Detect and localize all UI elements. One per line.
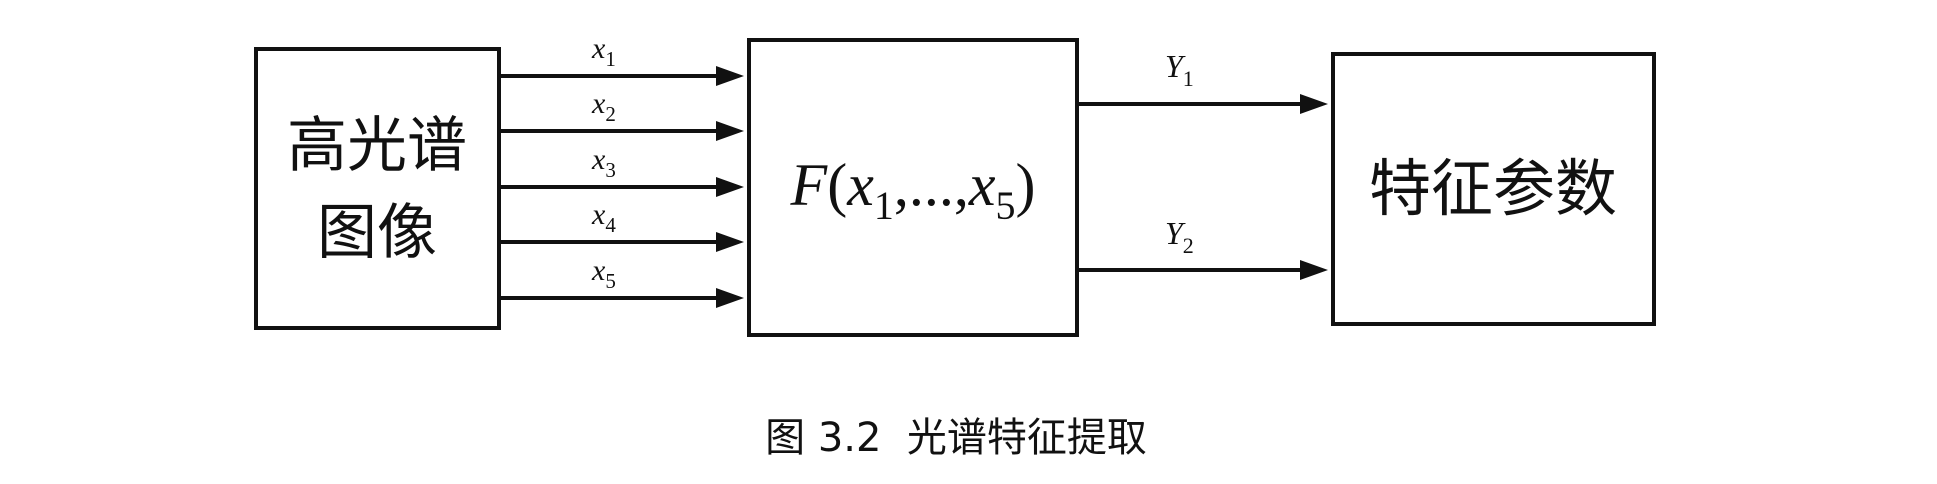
arrowhead-icon — [716, 288, 744, 308]
arrowhead-icon — [716, 66, 744, 86]
input-box-line1: 高光谱 — [287, 111, 467, 181]
input-arrow-2: x2 — [499, 87, 744, 141]
arrowhead-icon — [716, 177, 744, 197]
input-arrow-3: x3 — [499, 143, 744, 197]
function-box: F(x1,...,x5) — [747, 38, 1079, 337]
output-box-feature-parameters: 特征参数 — [1331, 52, 1656, 326]
arrowhead-icon — [716, 232, 744, 252]
output-label-1: Y1 — [1165, 48, 1194, 91]
output-label-2: Y2 — [1165, 215, 1194, 258]
input-arrow-1: x1 — [499, 32, 744, 86]
function-open-paren: ( — [827, 152, 847, 218]
figure-caption: 图 3.2 光谱特征提取 — [765, 415, 1147, 461]
input-label-5: x5 — [591, 254, 616, 293]
function-ellipsis: ,..., — [894, 152, 969, 218]
arrowhead-icon — [1300, 260, 1328, 280]
input-arrows: x1 x2 x3 x4 x5 — [499, 32, 744, 308]
input-label-3: x3 — [591, 143, 616, 182]
output-arrow-2: Y2 — [1077, 215, 1328, 280]
function-arg-last-sub: 5 — [995, 183, 1015, 228]
function-arg-first-sub: 1 — [874, 183, 894, 228]
input-box-line2: 图像 — [317, 198, 437, 268]
function-arg-last-var: x — [968, 152, 996, 218]
arrowhead-icon — [716, 121, 744, 141]
input-label-1: x1 — [591, 32, 616, 71]
input-label-4: x4 — [591, 198, 616, 237]
function-close-paren: ) — [1015, 152, 1035, 218]
input-box-hyperspectral-image: 高光谱 图像 — [254, 47, 501, 330]
function-name: F — [790, 152, 829, 218]
output-box-label: 特征参数 — [1369, 152, 1617, 225]
input-label-2: x2 — [591, 87, 616, 126]
output-arrow-1: Y1 — [1077, 48, 1328, 114]
input-arrow-4: x4 — [499, 198, 744, 252]
function-expression: F(x1,...,x5) — [790, 152, 1036, 228]
function-arg-first-var: x — [846, 152, 874, 218]
output-arrows: Y1 Y2 — [1077, 48, 1328, 280]
arrowhead-icon — [1300, 94, 1328, 114]
input-arrow-5: x5 — [499, 254, 744, 308]
